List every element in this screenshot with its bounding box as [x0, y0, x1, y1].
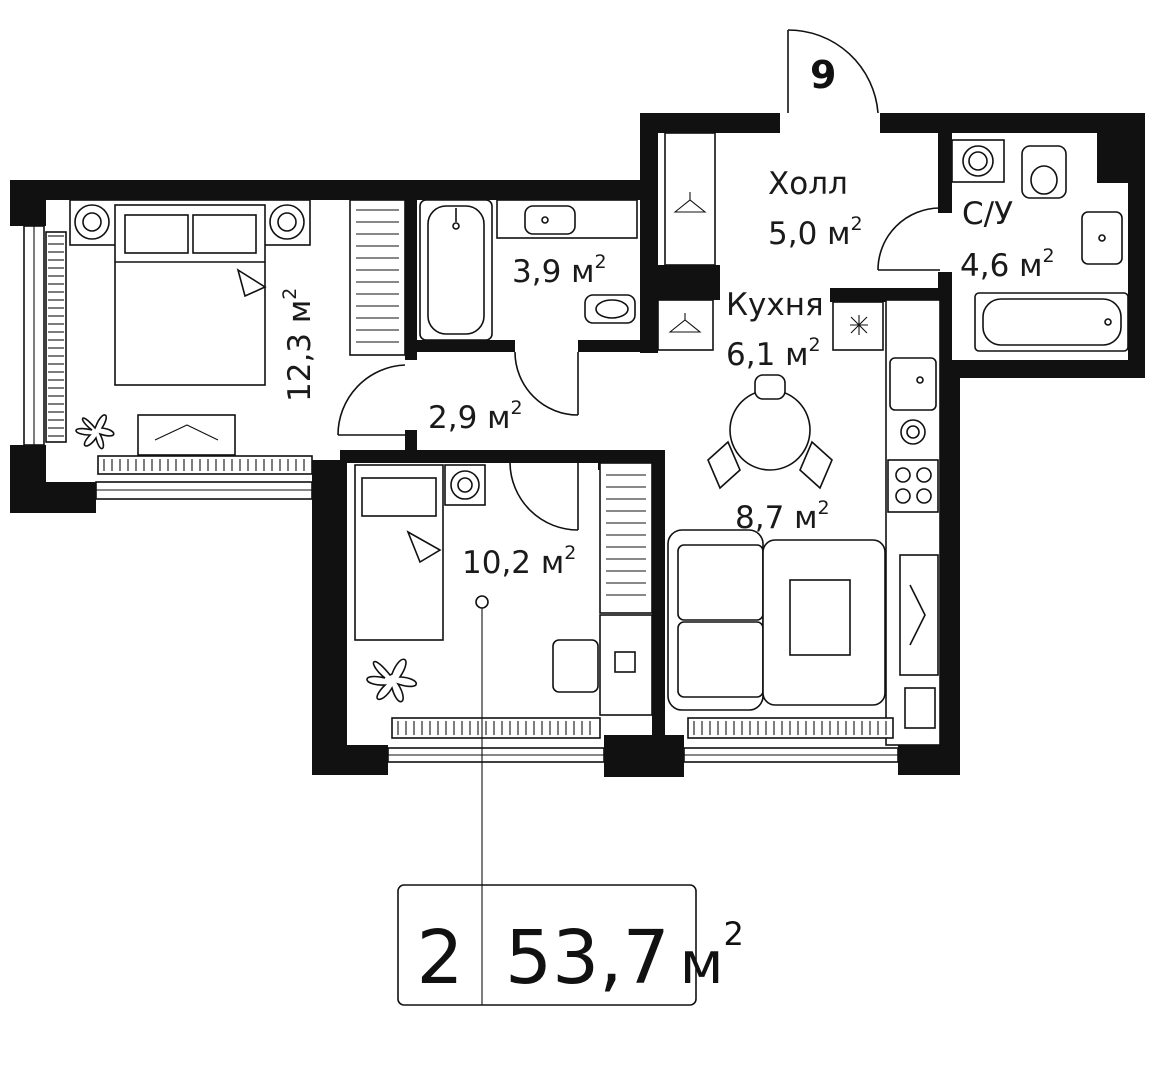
room-area-hall: 5,0 м2: [768, 213, 863, 252]
plant-icon: [366, 658, 418, 703]
room-area-corridor: 2,9 м2: [428, 397, 523, 436]
wardrobe-hangers-bedroom2: [606, 474, 646, 596]
small-bath-fixtures: [419, 199, 638, 341]
bathroom-fixtures: [951, 139, 1129, 352]
room-area-living: 8,7 м2: [735, 497, 830, 536]
plant-icon: [75, 414, 115, 450]
room-name-bathroom: С/У: [962, 196, 1013, 232]
room-area-bathroom: 4,6 м2: [960, 245, 1055, 284]
room-area-bedroom2: 10,2 м2: [462, 542, 576, 581]
doors: [337, 29, 941, 531]
bedroom1-fixtures: [69, 199, 313, 475]
room-name-hall: Холл: [768, 166, 848, 202]
apartment-number: 9: [810, 53, 836, 97]
windows: [23, 225, 899, 763]
wardrobe-hangers-left: [356, 209, 399, 343]
pointer-dot: [475, 595, 489, 609]
rooms-count: 2: [416, 915, 463, 1001]
room-area-kitchen: 6,1 м2: [726, 334, 821, 373]
room-area-bedroom1: 12,3 м2: [279, 288, 318, 402]
room-name-kitchen: Кухня: [726, 287, 824, 323]
wardrobes: [349, 132, 716, 614]
living-fixtures: [667, 529, 886, 711]
radiator-hatching: [45, 231, 887, 735]
bedroom2-fixtures: [354, 464, 894, 739]
room-area-small-bath: 3,9 м2: [512, 251, 607, 290]
walls: [10, 113, 1145, 777]
kitchen-fixtures: [707, 299, 941, 746]
